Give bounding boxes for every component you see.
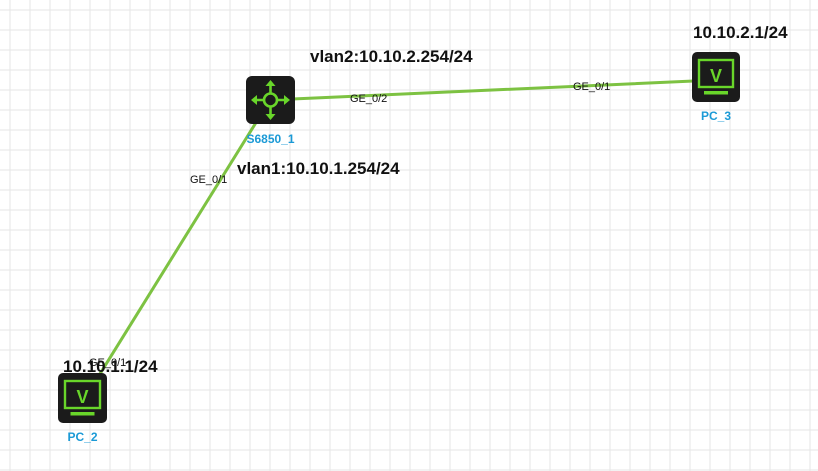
node-label-s6850-1: S6850_1 bbox=[246, 132, 294, 146]
node-pc-3[interactable]: V PC_3 bbox=[692, 52, 740, 123]
pc-monitor-icon: V bbox=[692, 52, 740, 102]
annotation-vlan1: vlan1:10.10.1.254/24 bbox=[237, 159, 400, 178]
router-icon bbox=[246, 76, 295, 124]
port-label-s6850-ge-0-2: GE_0/2 bbox=[350, 93, 387, 105]
node-label-pc-2: PC_2 bbox=[67, 430, 97, 444]
port-label-pc2-ge-0-1: GE_0/1 bbox=[89, 357, 126, 369]
svg-text:V: V bbox=[710, 66, 722, 86]
pc-monitor-icon: V bbox=[58, 373, 107, 423]
annotation-pc3-ip: 10.10.2.1/24 bbox=[693, 23, 788, 42]
node-label-pc-3: PC_3 bbox=[701, 109, 731, 123]
link-s6850-to-pc2[interactable] bbox=[83, 98, 272, 400]
svg-text:V: V bbox=[76, 387, 88, 407]
port-label-pc3-ge-0-1: GE_0/1 bbox=[573, 81, 610, 93]
node-pc-2[interactable]: V PC_2 bbox=[58, 373, 107, 444]
port-label-s6850-ge-0-1: GE_0/1 bbox=[190, 174, 227, 186]
annotation-vlan2: vlan2:10.10.2.254/24 bbox=[310, 47, 473, 66]
annotation-pc2-ip: 10.10.1.1/24 bbox=[63, 357, 158, 376]
node-s6850-1[interactable]: S6850_1 bbox=[246, 76, 295, 146]
link-s6850-to-pc3[interactable] bbox=[268, 78, 718, 102]
